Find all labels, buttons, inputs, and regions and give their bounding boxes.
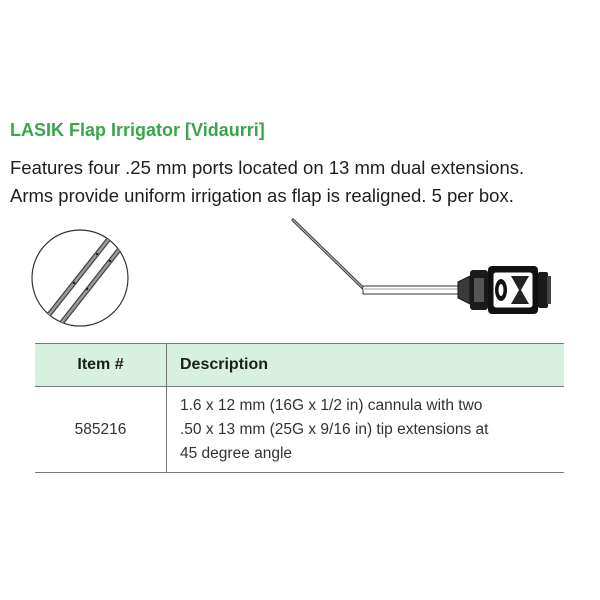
item-description-line: 45 degree angle bbox=[180, 445, 293, 462]
product-description: Features four .25 mm ports located on 13… bbox=[10, 154, 524, 210]
spec-table: Item # Description 585216 1.6 x 12 mm (1… bbox=[35, 343, 564, 473]
irrigator-tips-detail-icon bbox=[31, 229, 129, 327]
description-line: Features four .25 mm ports located on 13… bbox=[10, 157, 525, 178]
table-row: 585216 1.6 x 12 mm (16G x 1/2 in) cannul… bbox=[35, 386, 564, 473]
item-description: 1.6 x 12 mm (16G x 1/2 in) cannula with … bbox=[166, 386, 564, 473]
table-header-row: Item # Description bbox=[35, 343, 564, 387]
irrigator-cannula-icon bbox=[291, 218, 551, 314]
column-header-item: Item # bbox=[35, 343, 167, 387]
column-header-description: Description bbox=[166, 343, 564, 387]
item-description-line: .50 x 13 mm (25G x 9/16 in) tip extensio… bbox=[180, 421, 489, 438]
item-number: 585216 bbox=[35, 386, 167, 473]
description-line: Arms provide uniform irrigation as flap … bbox=[10, 185, 514, 206]
item-description-line: 1.6 x 12 mm (16G x 1/2 in) cannula with … bbox=[180, 397, 483, 414]
product-title: LASIK Flap Irrigator [Vidaurri] bbox=[10, 120, 265, 140]
